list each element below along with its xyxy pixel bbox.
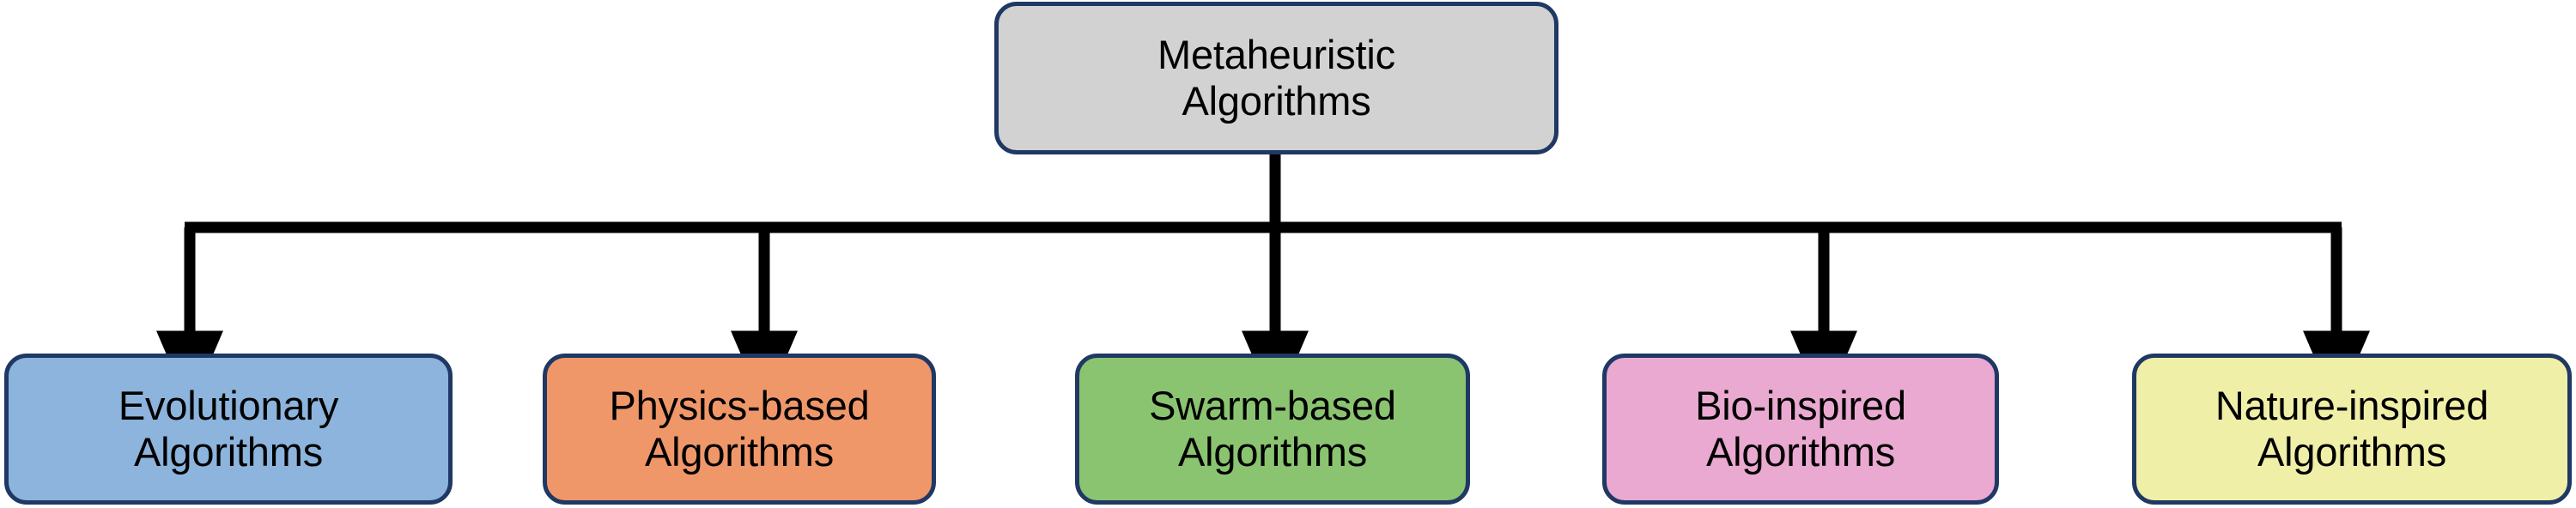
node-label-bio-inspired-algorithms: Bio-inspired Algorithms xyxy=(1695,383,1906,475)
node-label-evolutionary-algorithms: Evolutionary Algorithms xyxy=(118,383,339,475)
node-nature-inspired-algorithms[interactable]: Nature-inspired Algorithms xyxy=(2132,354,2572,505)
node-swarm-based-algorithms[interactable]: Swarm-based Algorithms xyxy=(1075,354,1470,505)
node-label-nature-inspired-algorithms: Nature-inspired Algorithms xyxy=(2215,383,2489,475)
node-label-root: Metaheuristic Algorithms xyxy=(1157,32,1395,124)
node-label-swarm-based-algorithms: Swarm-based Algorithms xyxy=(1149,383,1396,475)
node-physics-based-algorithms[interactable]: Physics-based Algorithms xyxy=(543,354,936,505)
node-bio-inspired-algorithms[interactable]: Bio-inspired Algorithms xyxy=(1602,354,1999,505)
node-label-physics-based-algorithms: Physics-based Algorithms xyxy=(609,383,870,475)
node-evolutionary-algorithms[interactable]: Evolutionary Algorithms xyxy=(4,354,453,505)
node-metaheuristic-algorithms[interactable]: Metaheuristic Algorithms xyxy=(994,2,1558,154)
